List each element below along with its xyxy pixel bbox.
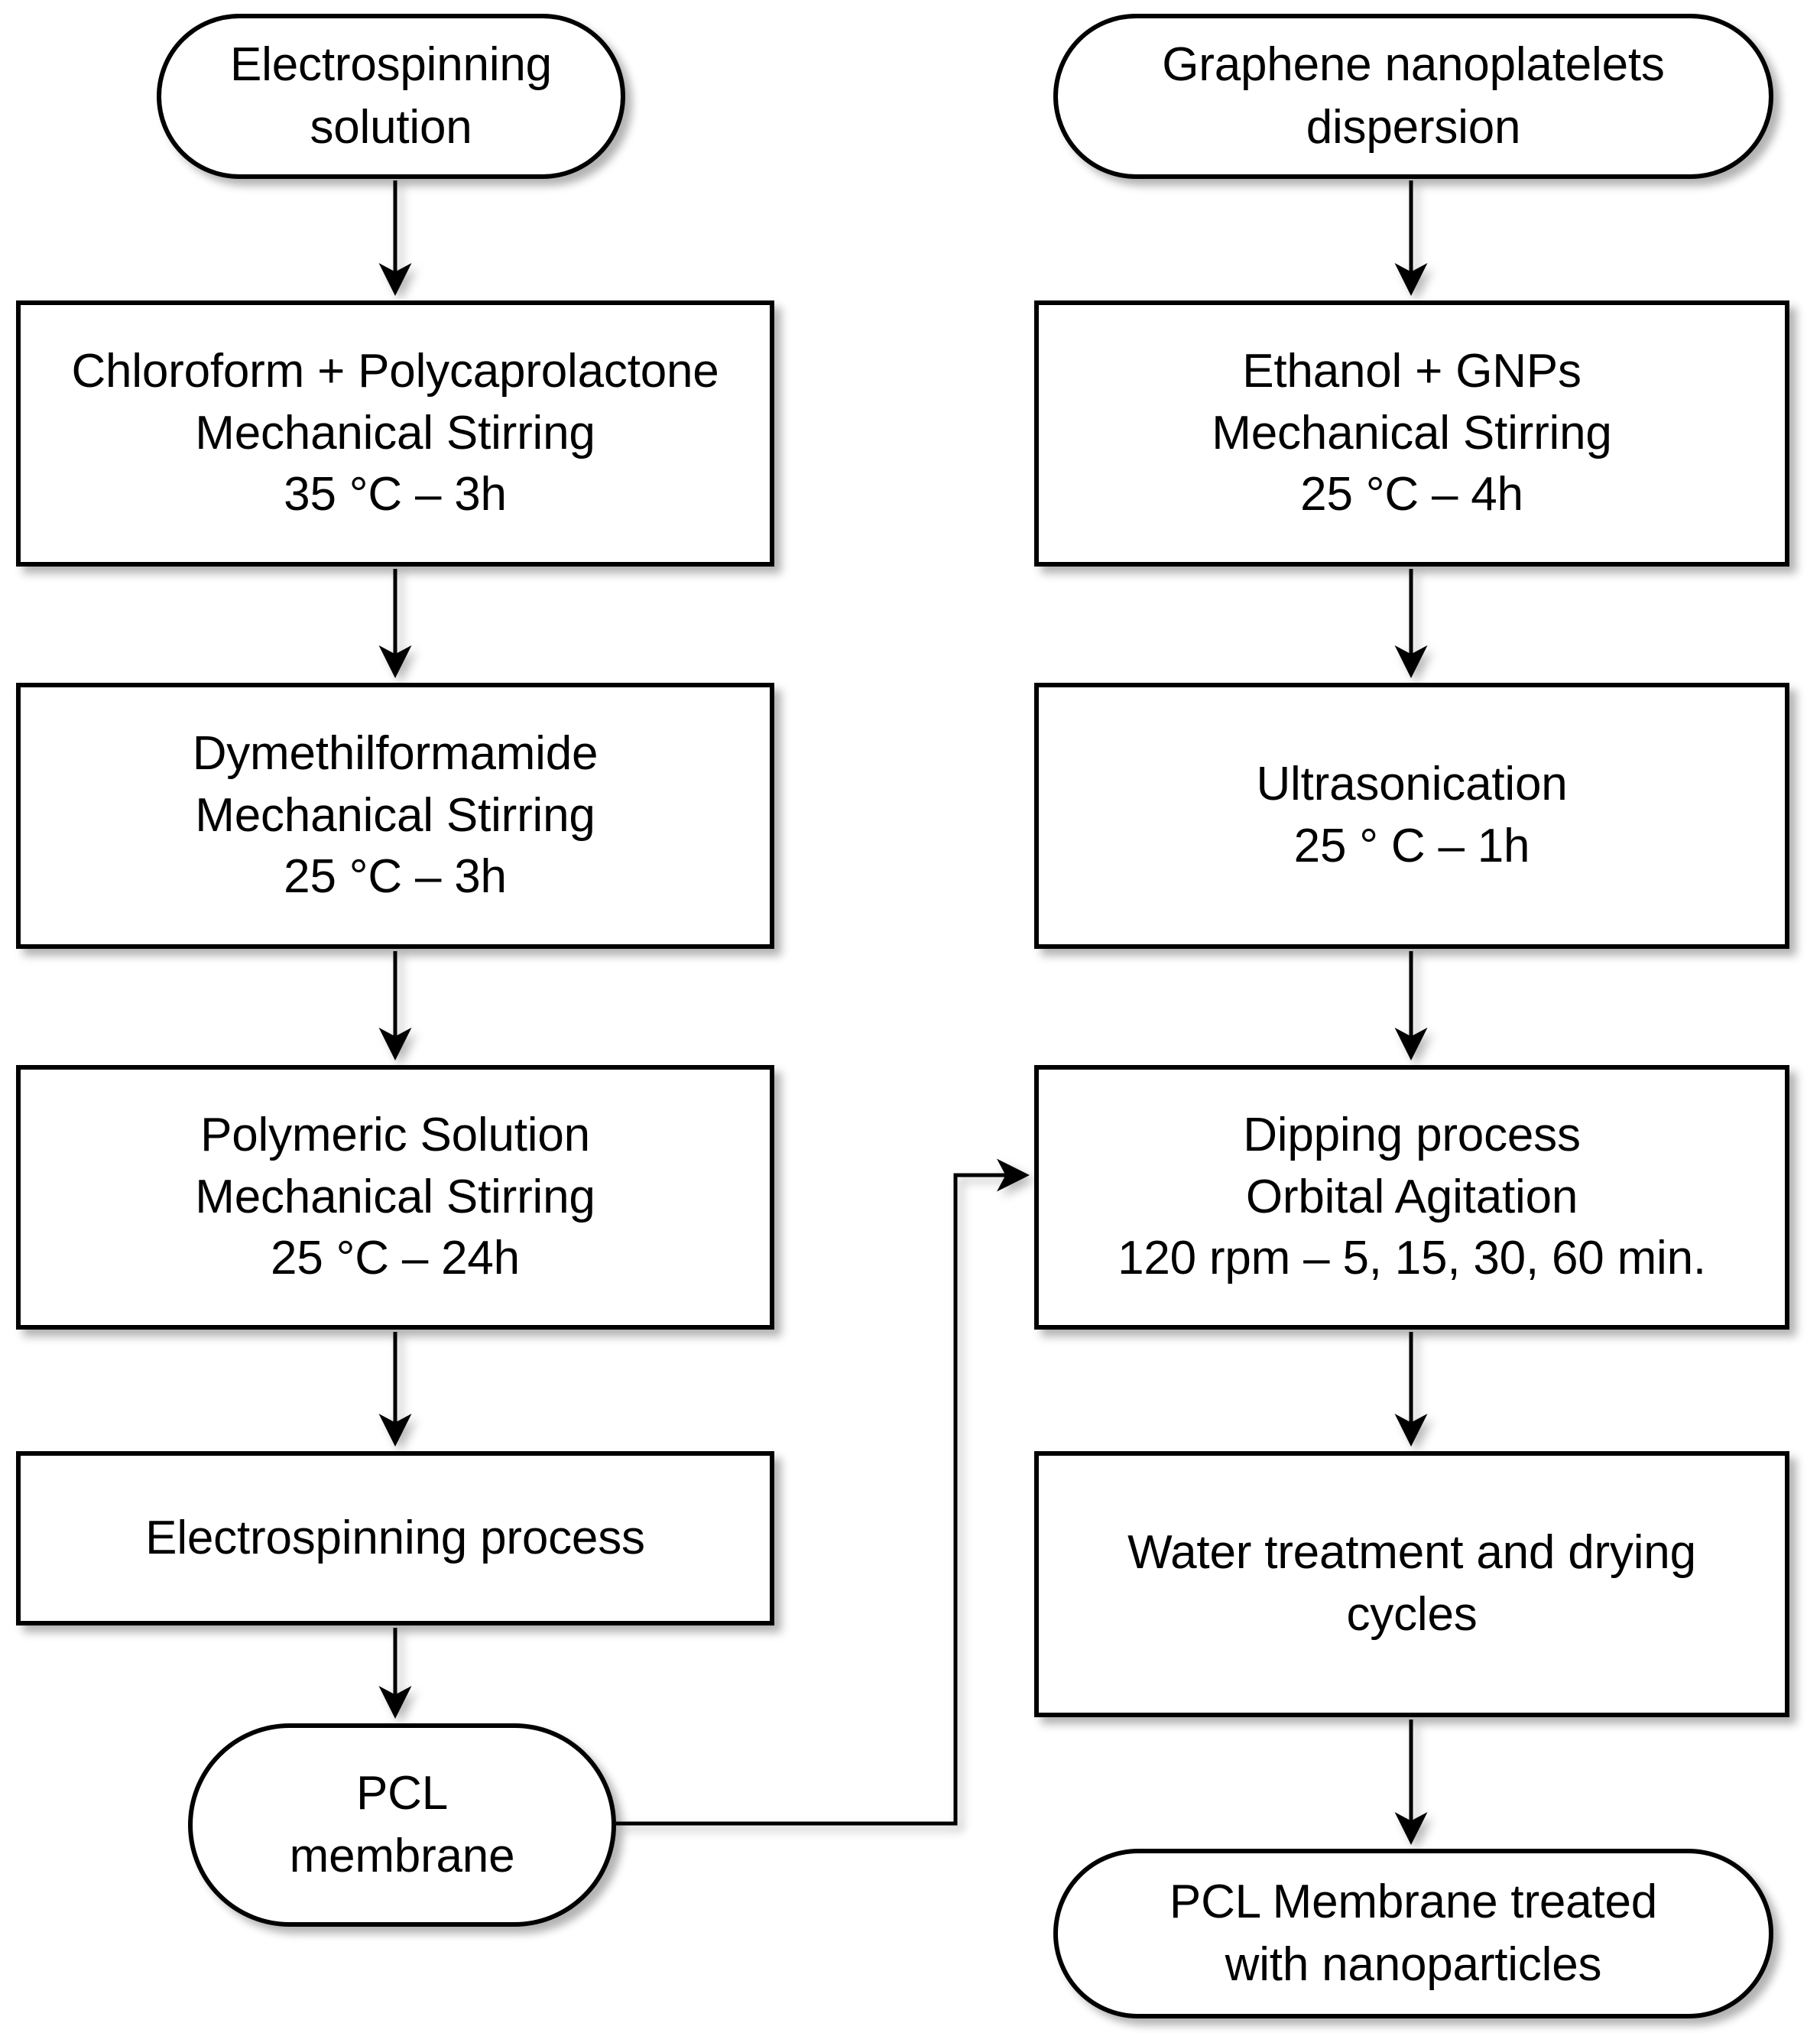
node-line: Dymethilformamide	[192, 727, 599, 781]
node-graphene-nanoplatelets-dispersion[interactable]: Graphene nanoplatelets dispersion	[1053, 14, 1773, 179]
node-line: Chloroform + Polycaprolactone	[71, 345, 719, 398]
node-pcl-membrane-treated-with-nanoparticles[interactable]: PCL Membrane treated with nanoparticles	[1053, 1849, 1773, 2018]
node-line: Dipping process	[1243, 1109, 1581, 1162]
node-line: Graphene nanoplatelets	[1162, 38, 1665, 92]
node-line: dispersion	[1306, 101, 1521, 154]
node-ultrasonication[interactable]: Ultrasonication 25 ° C – 1h	[1034, 683, 1789, 949]
node-line: Orbital Agitation	[1245, 1170, 1578, 1223]
node-line: PCL	[355, 1767, 448, 1820]
node-dipping-process[interactable]: Dipping process Orbital Agitation 120 rp…	[1034, 1065, 1789, 1330]
node-line: 35 °C – 3h	[284, 468, 507, 521]
node-line: Mechanical Stirring	[1212, 406, 1612, 460]
node-line: 25 °C – 4h	[1300, 468, 1523, 521]
node-line: 25 °C – 3h	[284, 850, 507, 904]
node-line: 120 rpm – 5, 15, 30, 60 min.	[1118, 1232, 1706, 1285]
node-line: solution	[310, 101, 472, 154]
node-line: Electrospinning process	[145, 1511, 645, 1564]
node-line: Electrospinning	[230, 38, 552, 92]
node-water-treatment-and-drying-cycles[interactable]: Water treatment and drying cycles	[1034, 1451, 1789, 1717]
node-line: 25 ° C – 1h	[1293, 820, 1530, 872]
node-line: Ultrasonication	[1256, 758, 1568, 811]
node-line: Mechanical Stirring	[195, 788, 595, 842]
node-line: membrane	[289, 1830, 515, 1882]
node-dymethilformamide[interactable]: Dymethilformamide Mechanical Stirring 25…	[16, 683, 774, 949]
node-pcl-membrane[interactable]: PCL membrane	[188, 1723, 616, 1927]
node-line: 25 °C – 24h	[271, 1232, 520, 1285]
node-ethanol-gnps[interactable]: Ethanol + GNPs Mechanical Stirring 25 °C…	[1034, 300, 1789, 567]
node-line: cycles	[1346, 1588, 1478, 1641]
node-line: Polymeric Solution	[200, 1109, 590, 1162]
node-electrospinning-solution[interactable]: Electrospinning solution	[157, 14, 625, 179]
node-line: Mechanical Stirring	[195, 1170, 595, 1223]
node-polymeric-solution[interactable]: Polymeric Solution Mechanical Stirring 2…	[16, 1065, 774, 1330]
node-line: Mechanical Stirring	[195, 406, 595, 460]
node-electrospinning-process[interactable]: Electrospinning process	[16, 1451, 774, 1625]
node-line: with nanoparticles	[1225, 1938, 1602, 1991]
node-line: Water treatment and drying	[1127, 1526, 1696, 1580]
node-line: Ethanol + GNPs	[1242, 345, 1582, 398]
node-chloroform-polycaprolactone[interactable]: Chloroform + Polycaprolactone Mechanical…	[16, 300, 774, 567]
node-line: PCL Membrane treated	[1169, 1875, 1658, 1929]
